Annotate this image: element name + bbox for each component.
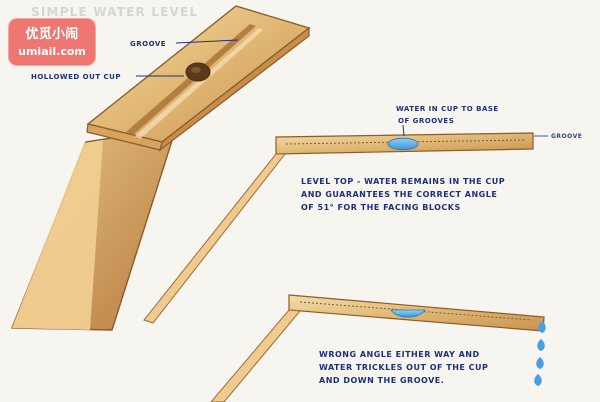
title-text: SIMPLE WATER LEVEL — [31, 5, 198, 19]
level-top-note-line-1: LEVEL TOP - WATER REMAINS IN THE CUP — [301, 177, 505, 186]
water-callout-line — [402, 124, 405, 137]
groove-channel-right — [135, 28, 263, 139]
hollowed-cup-highlight — [191, 67, 201, 73]
top-board-side-face — [159, 26, 310, 152]
wrong-angle-illustration: WRONG ANGLE EITHER WAY AND WATER TRICKLE… — [210, 294, 546, 402]
water-drop-icon — [537, 339, 545, 351]
water-drop-icon — [536, 357, 544, 369]
hollowed-cup-label: HOLLOWED OUT CUP — [31, 73, 121, 81]
watermark-line-1: 优觅小闹 — [25, 27, 79, 42]
lower-right-leg — [210, 309, 301, 402]
water-drop-icon — [534, 374, 542, 386]
lower-water-cup — [390, 309, 426, 318]
water-in-cup-label-line-2: OF GROOVES — [398, 117, 454, 125]
groove-top-label: GROOVE — [130, 40, 166, 48]
water-drop-icon — [538, 321, 546, 333]
left-level-illustration: GROOVE HOLLOWED OUT CUP — [10, 5, 311, 331]
level-top-note-line-3: OF 51° FOR THE FACING BLOCKS — [301, 203, 461, 212]
groove-callout-line — [175, 39, 239, 44]
wrong-angle-note-line-1: WRONG ANGLE EITHER WAY AND — [319, 350, 480, 359]
wrong-angle-note-line-2: WATER TRICKLES OUT OF THE CUP — [319, 363, 488, 372]
left-leg-board-front — [12, 140, 103, 330]
watermark-badge: 优觅小闹 umiail.com — [8, 18, 96, 66]
wrong-angle-note-line-3: AND DOWN THE GROOVE. — [319, 376, 444, 385]
correct-angle-illustration: WATER IN CUP TO BASE OF GROOVES GROOVE L… — [143, 105, 582, 324]
water-drip-group — [534, 321, 546, 386]
upper-water-cup — [387, 137, 419, 151]
upper-right-leg — [143, 153, 287, 324]
watermark-line-2: umiail.com — [18, 45, 86, 58]
right-groove-label: GROOVE — [551, 133, 582, 140]
water-in-cup-label-line-1: WATER IN CUP TO BASE — [396, 105, 499, 113]
level-top-note-line-2: AND GUARANTEES THE CORRECT ANGLE — [301, 190, 497, 199]
